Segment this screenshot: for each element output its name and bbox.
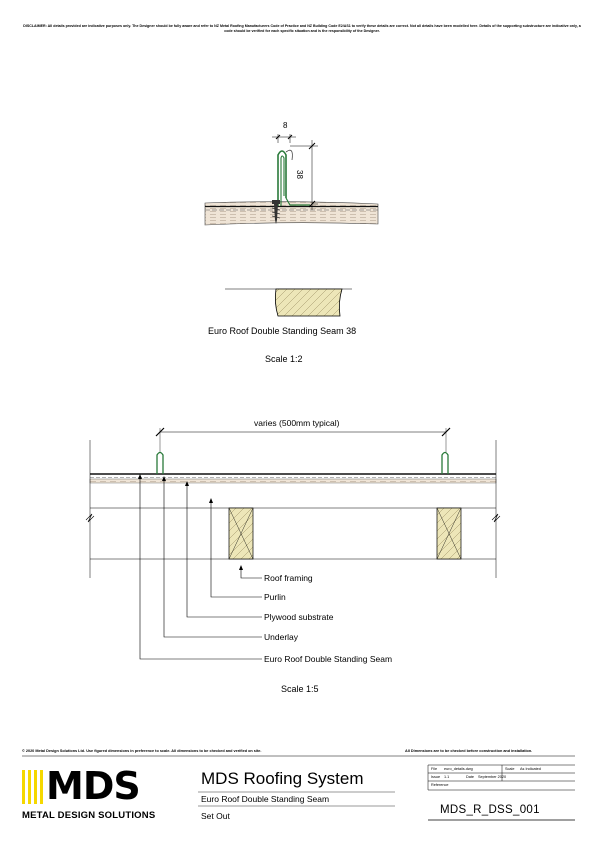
disclaimer: DISCLAIMER: All details provided are ind… (23, 24, 581, 33)
section-scale: Scale 1:5 (281, 684, 319, 694)
dimensions-note: All Dimensions are to be checked before … (405, 749, 533, 753)
drawing-code: MDS_R_DSS_001 (440, 804, 540, 816)
callout-purlin: Purlin (264, 592, 286, 602)
date-label: Date (466, 775, 475, 779)
sheet-name: Set Out (201, 811, 230, 821)
callout-plywood-substrate: Plywood substrate (264, 612, 334, 622)
callout-underlay: Underlay (264, 632, 299, 642)
reference-label: Reference (431, 783, 449, 787)
detail-scale: Scale 1:2 (265, 354, 303, 364)
copyright-note: © 2020 Metal Design Solutions Ltd. Use f… (22, 749, 262, 753)
scale-value: As Indicated (520, 767, 541, 771)
brand-name: METAL DESIGN SOLUTIONS (22, 810, 156, 821)
dim-spacing-label: varies (500mm typical) (254, 418, 340, 428)
callout-roof-framing: Roof framing (264, 573, 313, 583)
system-title: MDS Roofing System (201, 769, 364, 788)
issue-label: Issue (431, 775, 441, 779)
product-name: Euro Roof Double Standing Seam (201, 794, 330, 804)
title-block-lines (22, 755, 575, 821)
file-label: File (431, 767, 438, 771)
dim-label-8: 8 (283, 121, 288, 130)
mds-logo: MDS (46, 764, 141, 808)
roof-section (85, 427, 501, 660)
callout-euro-roof-seam: Euro Roof Double Standing Seam (264, 654, 393, 664)
seam-detail (204, 134, 379, 317)
scale-label: Scale (505, 767, 515, 771)
issue-value: 1.1 (444, 775, 450, 779)
detail-title: Euro Roof Double Standing Seam 38 (208, 326, 357, 336)
date-value: September 2020 (478, 775, 507, 779)
dim-label-38: 38 (294, 170, 304, 179)
file-value: euro_details.dwg (444, 767, 473, 771)
